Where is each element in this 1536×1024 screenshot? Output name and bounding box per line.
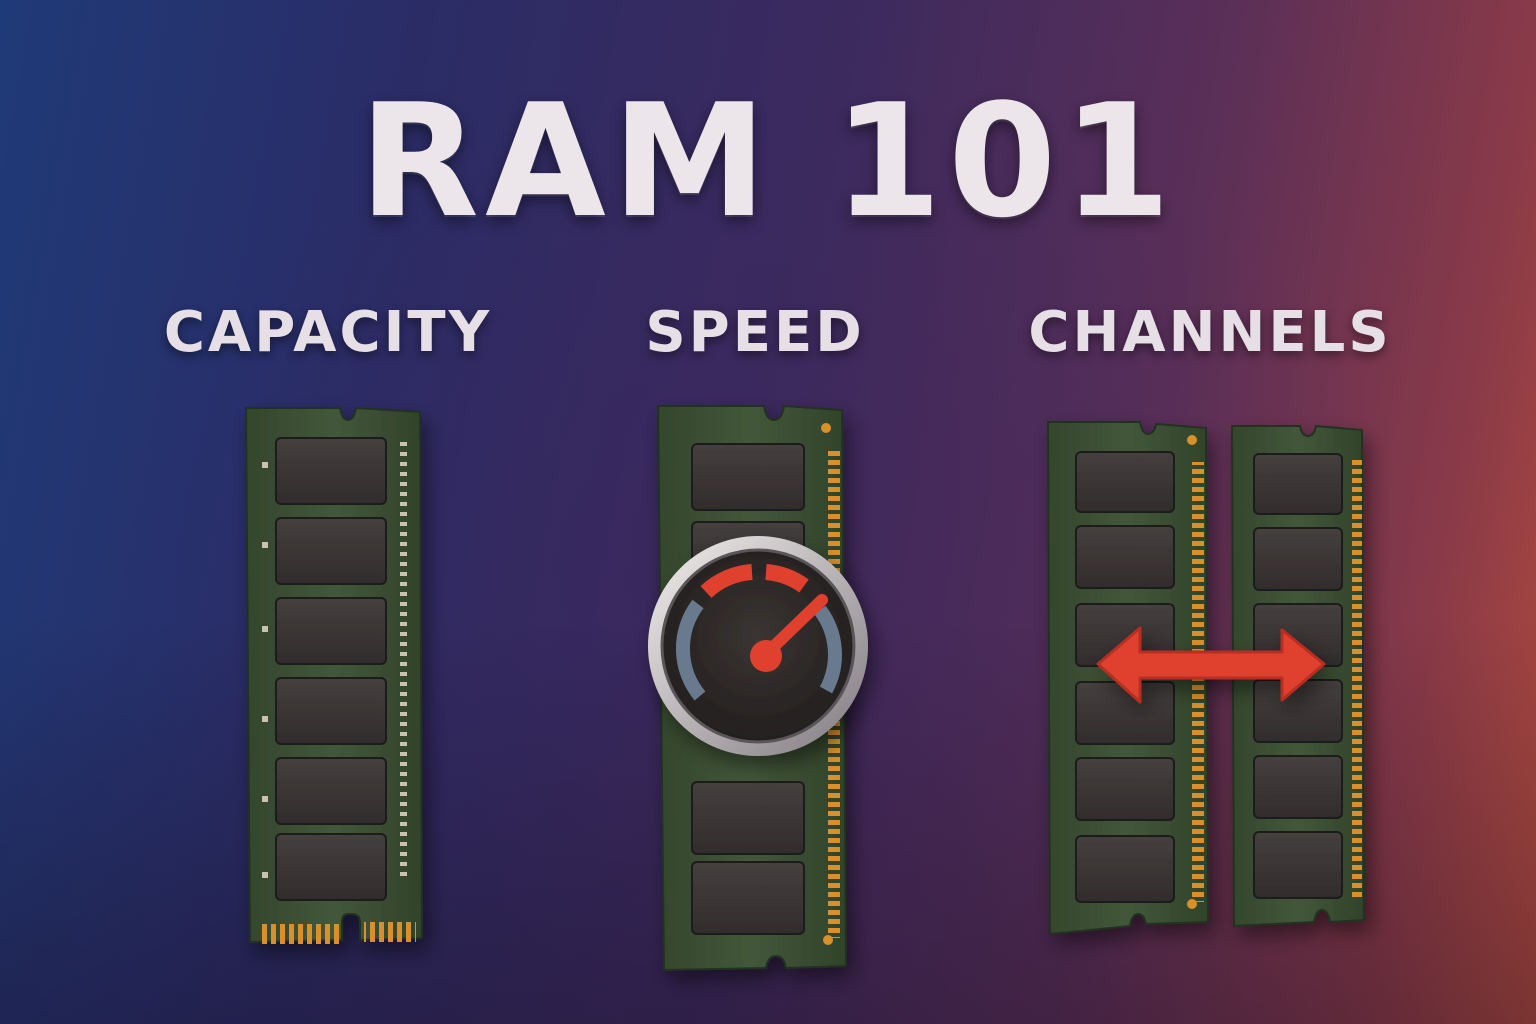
- bidirectional-arrow-icon: [1096, 626, 1326, 704]
- channels-label: CHANNELS: [1028, 300, 1392, 365]
- speed-label: SPEED: [645, 300, 865, 365]
- page-title: RAM 101: [358, 70, 1178, 252]
- capacity-label: CAPACITY: [163, 300, 493, 365]
- capacity-ram-module-icon: [244, 406, 424, 944]
- speedometer-icon: [648, 536, 868, 756]
